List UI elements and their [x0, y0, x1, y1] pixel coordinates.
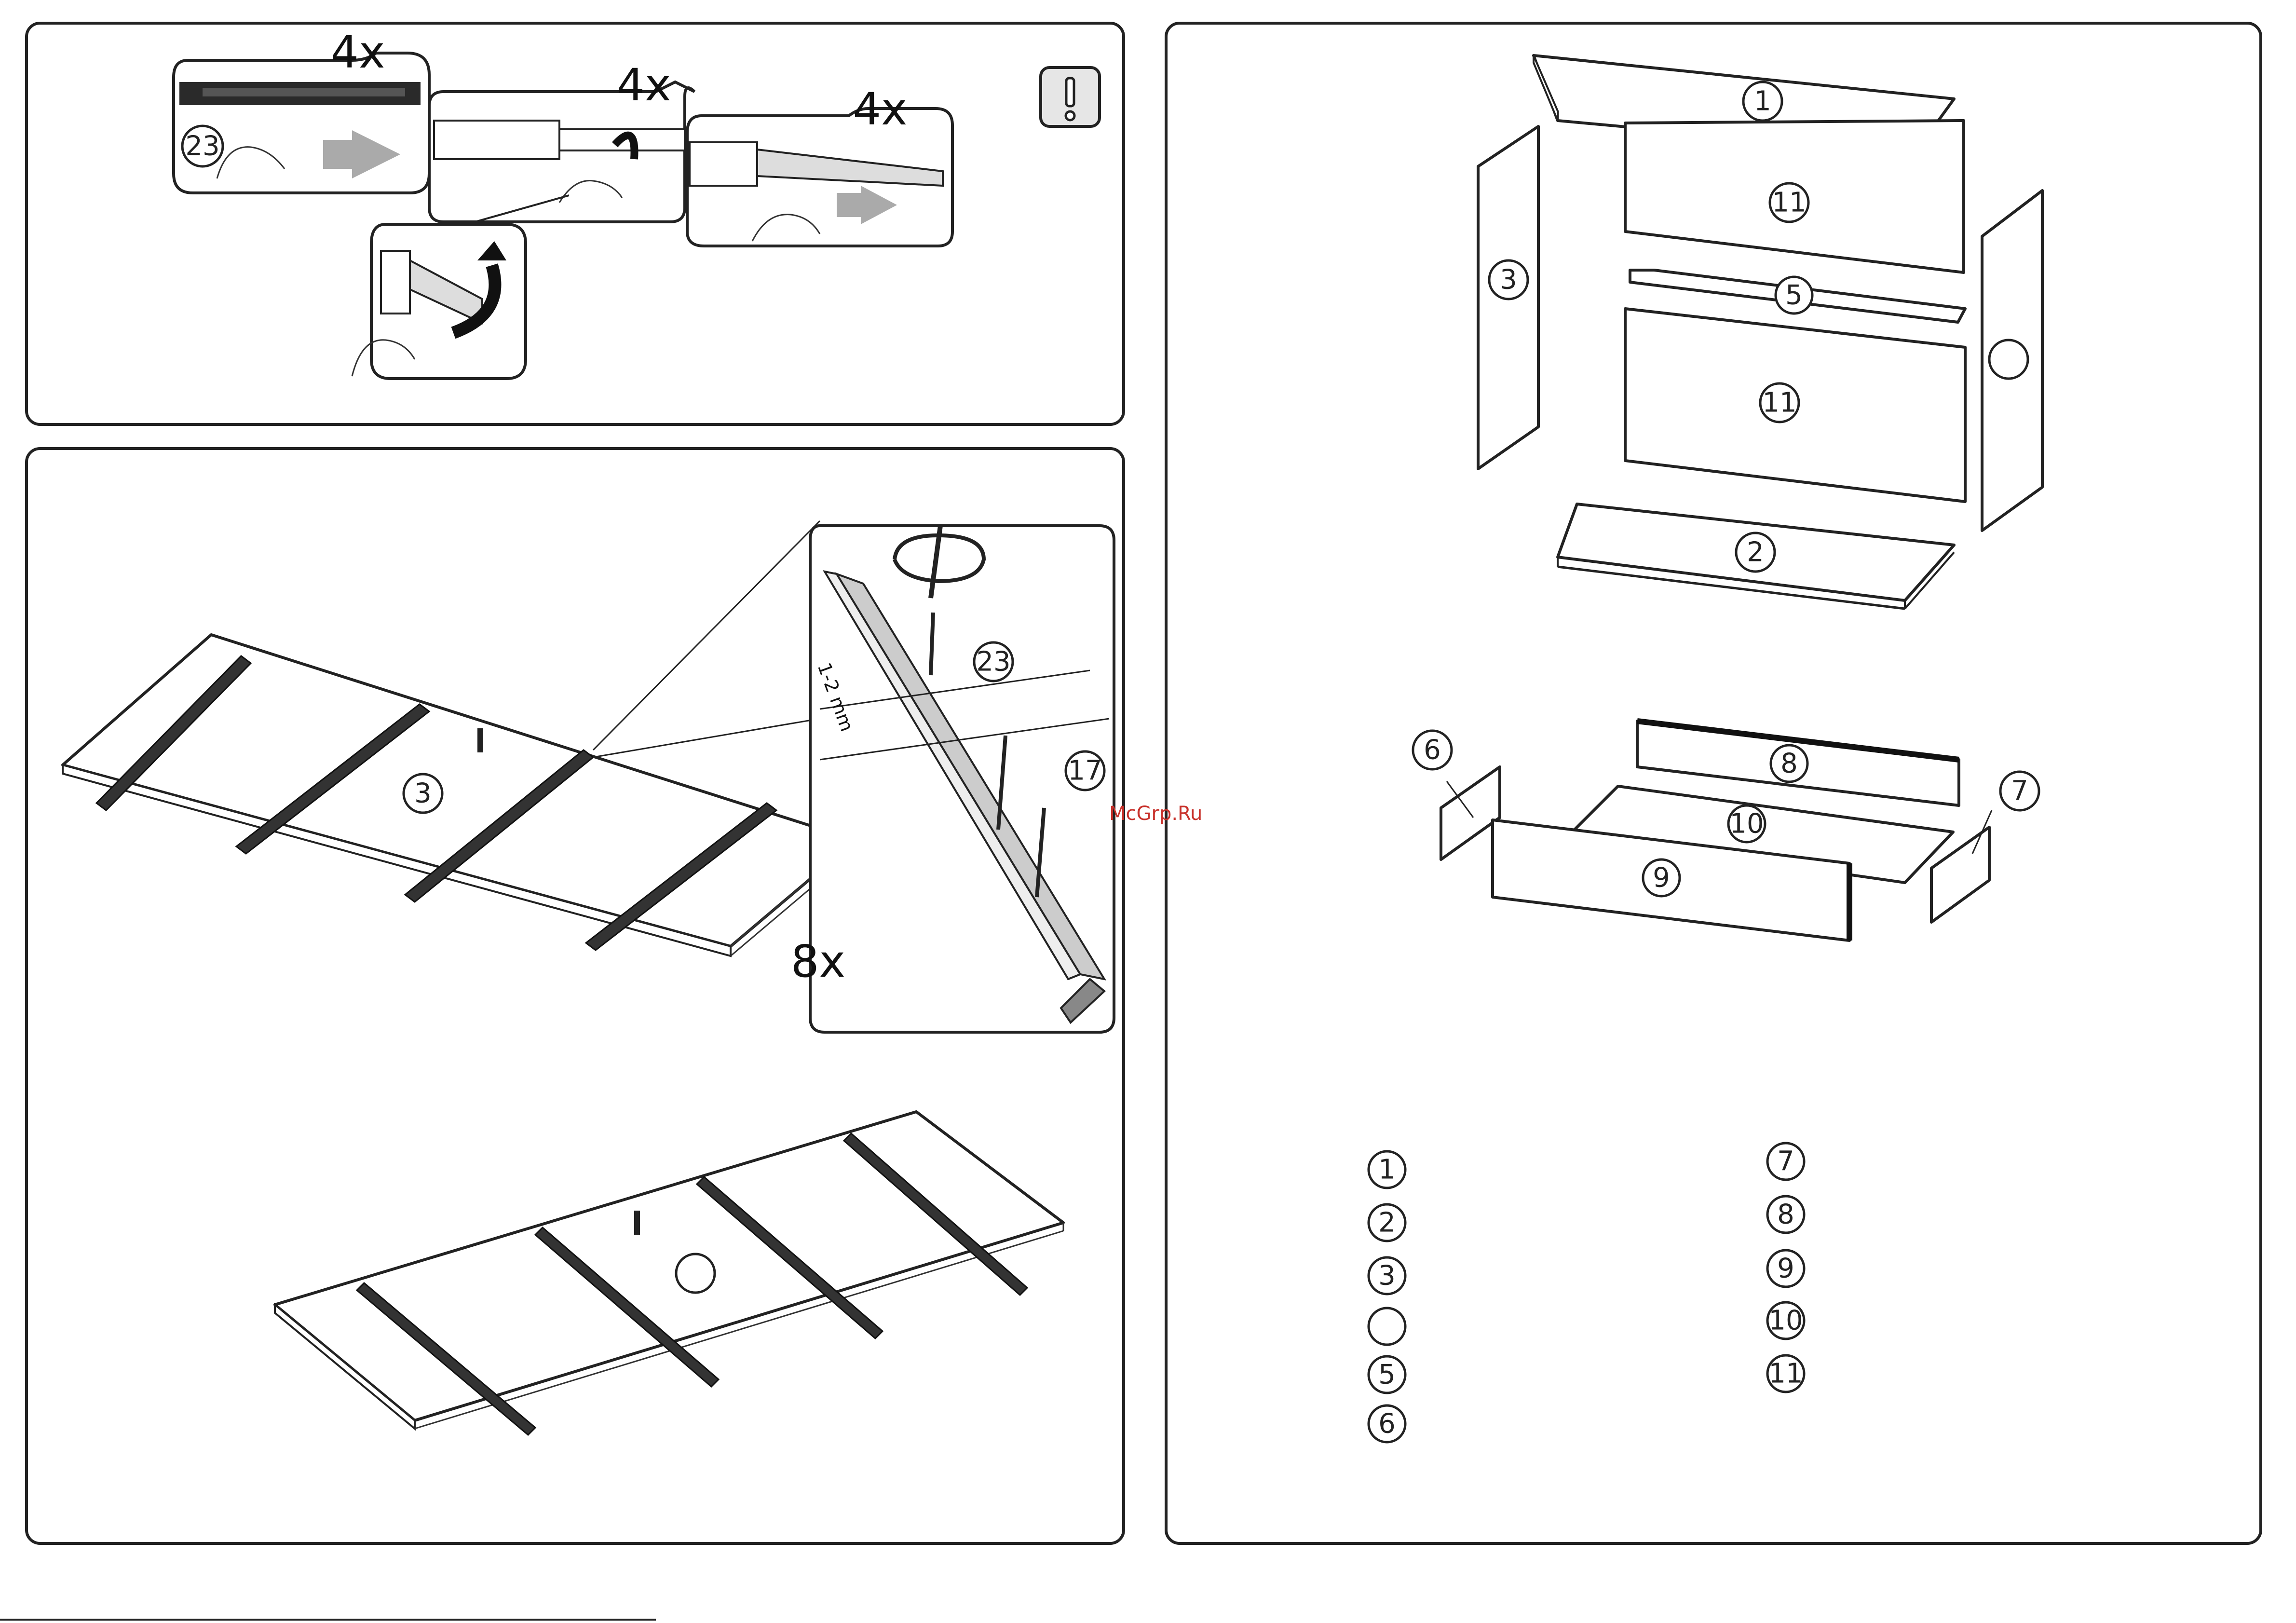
parts-list-item: 6 [1378, 1408, 1396, 1440]
panel-label: 3 [414, 778, 432, 809]
parts-list-item: 1 [1378, 1154, 1396, 1186]
slide-part-label: 23 [185, 131, 219, 162]
count-a: 4x [331, 27, 385, 78]
parts-list-item: 11 [1768, 1358, 1803, 1390]
back-panel-upper-label: 11 [1772, 187, 1806, 218]
parts-list-item: 7 [1777, 1146, 1794, 1177]
count-c: 4x [853, 83, 908, 135]
drawer-bottom-label: 10 [1729, 808, 1764, 840]
parts-list-item: 3 [1378, 1260, 1396, 1292]
slide-detail-bubble-3 [687, 109, 952, 246]
back-panel-lower-label: 11 [1762, 387, 1796, 419]
top-panel-label: 1 [1754, 86, 1771, 117]
drawer-left-label: 6 [1424, 735, 1441, 766]
parts-list-item: 9 [1777, 1253, 1794, 1284]
watermark: McGrp.Ru [1109, 803, 1202, 825]
screw-count: 8x [791, 936, 845, 987]
count-b: 4x [617, 59, 671, 111]
parts-list-item: 2 [1378, 1207, 1396, 1239]
shelf-label: 5 [1785, 280, 1803, 311]
parts-list-item: 10 [1768, 1305, 1803, 1337]
slide-detail-bubble-1 [174, 53, 429, 193]
parts-list-item: 5 [1378, 1359, 1396, 1391]
panel-parts [1166, 23, 2261, 1543]
screw-b-label: 17 [1068, 755, 1102, 787]
warning-icon [1041, 68, 1100, 126]
side-panel-left-label: 3 [1500, 264, 1517, 296]
drawer-back-label: 8 [1780, 748, 1798, 779]
screw-part-label: 23 [976, 646, 1010, 678]
drawer-front-label: 9 [1653, 862, 1670, 894]
parts-list-item: 8 [1777, 1199, 1794, 1230]
bottom-panel-label: 2 [1747, 537, 1764, 568]
drawer-right-label: 7 [2011, 776, 2028, 807]
